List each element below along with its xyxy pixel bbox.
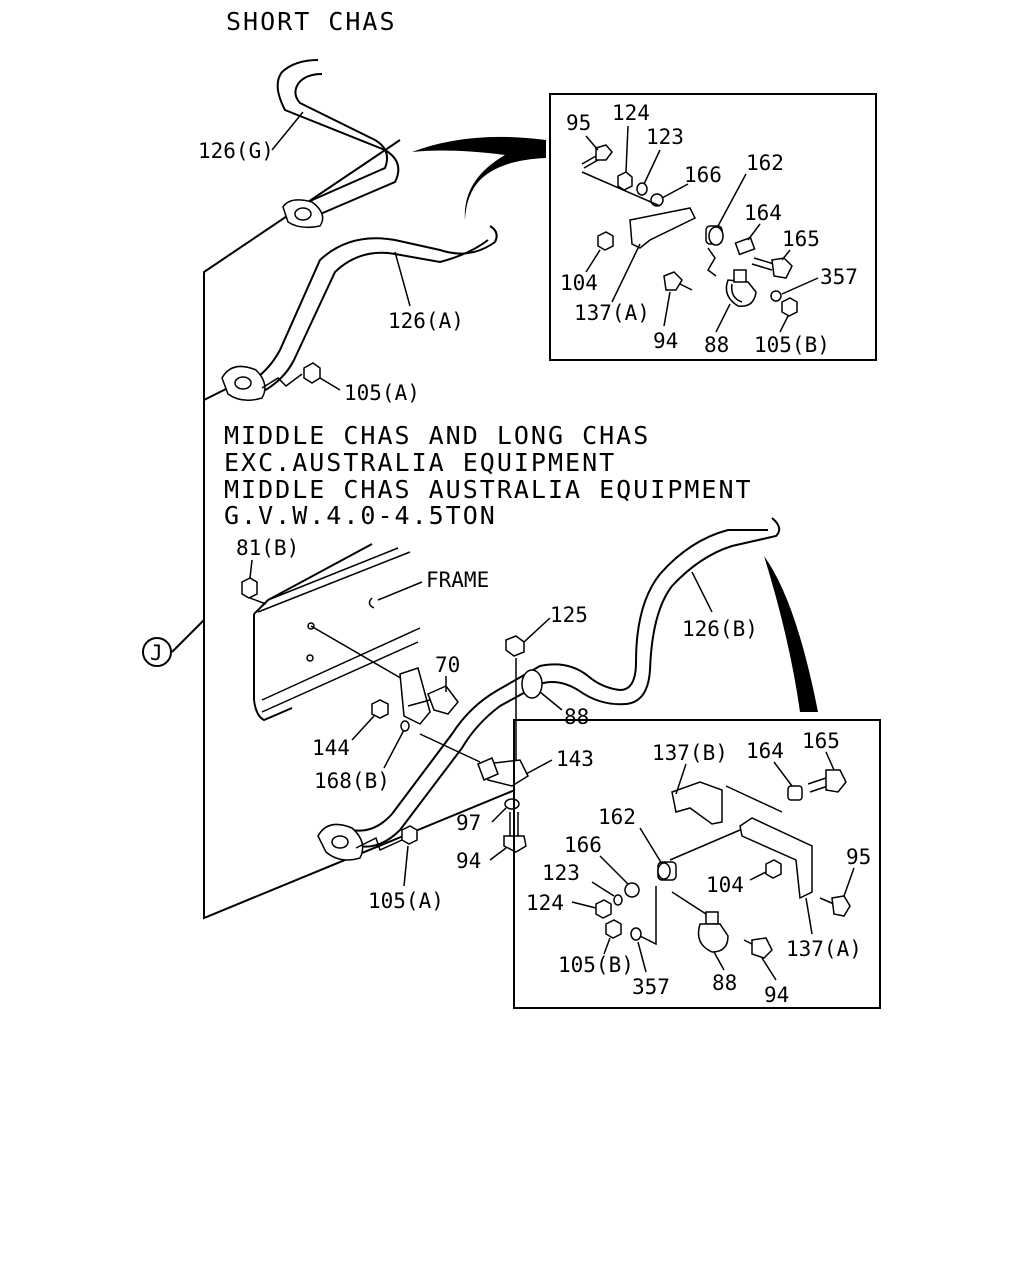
label-123-bottom: 123	[542, 861, 580, 885]
label-105b-top: 105(B)	[754, 333, 830, 357]
label-126b: 126(B)	[682, 617, 758, 641]
pipe-126g	[276, 59, 400, 229]
clamp-88-bottom	[697, 911, 729, 953]
label-357-top: 357	[820, 265, 858, 289]
label-124-bottom: 124	[526, 891, 564, 915]
nut-105a-lower	[355, 825, 418, 852]
washer-123-bottom	[613, 894, 623, 906]
heading-middle-australia: MIDDLE CHAS AUSTRALIA EQUIPMENT	[224, 475, 753, 504]
label-94-lower: 94	[456, 849, 481, 873]
bracket-70	[399, 667, 459, 725]
bolt-94-lower	[503, 812, 527, 853]
label-357-bottom: 357	[632, 975, 670, 999]
label-123-top: 123	[646, 125, 684, 149]
pipe-126a	[221, 225, 498, 401]
clamp-88-top	[725, 269, 757, 307]
label-105a-upper: 105(A)	[344, 381, 420, 405]
label-95-top: 95	[566, 111, 591, 135]
inset-top: 95 124 123 166 162 164 165 357 104 137(A…	[549, 93, 877, 361]
label-165-top: 165	[782, 227, 820, 251]
bolt-165-bottom	[807, 769, 847, 793]
collar-164-bottom	[787, 785, 803, 801]
nut-125	[505, 635, 525, 657]
frame-rail	[253, 543, 421, 722]
washer-166-bottom	[624, 882, 640, 898]
washer-123-top	[636, 182, 648, 196]
label-166-top: 166	[684, 163, 722, 187]
nut-81b	[241, 577, 258, 599]
bracket-143	[477, 757, 529, 787]
label-88-lower: 88	[564, 705, 589, 729]
label-88-bottom: 88	[712, 971, 737, 995]
label-162-bottom: 162	[598, 805, 636, 829]
label-94-top: 94	[653, 329, 678, 353]
label-97: 97	[456, 811, 481, 835]
collar-164-top	[734, 236, 756, 256]
svg-text:J: J	[150, 641, 163, 665]
inset-bottom: 137(B) 164 165 162 166 95 123 104 124 13…	[513, 719, 881, 1009]
nut-105a-upper	[261, 362, 341, 391]
bolt-94-top	[663, 271, 693, 291]
label-168b: 168(B)	[314, 769, 390, 793]
nut-124-bottom	[595, 899, 612, 919]
pipe-126b	[317, 517, 781, 861]
washer-357-bottom	[630, 927, 642, 941]
label-137a-bottom: 137(A)	[786, 937, 862, 961]
washer-357-top	[770, 290, 782, 302]
washer-168b	[400, 720, 410, 732]
nut-104-top	[597, 231, 614, 251]
bracket-137a-bottom	[739, 817, 813, 900]
label-143: 143	[556, 747, 594, 771]
pointer-arrow-top	[412, 136, 546, 220]
label-137a-top: 137(A)	[574, 301, 650, 325]
label-94-bottom: 94	[764, 983, 789, 1007]
bolt-94-bottom	[743, 937, 773, 959]
bushing-162-top	[705, 225, 724, 246]
label-105b-bottom: 105(B)	[558, 953, 634, 977]
heading-middle-long-chas: MIDDLE CHAS AND LONG CHAS	[224, 421, 650, 450]
nut-105b-top	[781, 297, 798, 317]
bolt-95-bottom	[819, 895, 851, 917]
nut-144	[371, 699, 389, 719]
label-166-bottom: 166	[564, 833, 602, 857]
label-105a-lower: 105(A)	[368, 889, 444, 913]
label-126g: 126(G)	[198, 139, 274, 163]
label-137b: 137(B)	[652, 741, 728, 765]
nut-124-top	[617, 171, 633, 191]
heading-short-chas: SHORT CHAS	[226, 7, 397, 36]
washer-97	[504, 798, 520, 810]
label-104-bottom: 104	[706, 873, 744, 897]
label-125: 125	[550, 603, 588, 627]
label-124-top: 124	[612, 101, 650, 125]
label-126a: 126(A)	[388, 309, 464, 333]
label-164-bottom: 164	[746, 739, 784, 763]
bracket-137a-top	[629, 207, 697, 249]
heading-exc-australia: EXC.AUSTRALIA EQUIPMENT	[224, 448, 616, 477]
label-162-top: 162	[746, 151, 784, 175]
pointer-arrow-bottom	[764, 556, 818, 712]
label-81b: 81(B)	[236, 536, 299, 560]
label-165-bottom: 165	[802, 729, 840, 753]
label-95-bottom: 95	[846, 845, 871, 869]
nut-105b-bottom	[605, 919, 622, 939]
bracket-137b	[671, 781, 723, 825]
label-164-top: 164	[744, 201, 782, 225]
nut-104-bottom	[765, 859, 782, 879]
label-frame: FRAME	[426, 568, 489, 592]
label-70: 70	[435, 653, 460, 677]
heading-gvw: G.V.W.4.0-4.5TON	[224, 501, 497, 530]
bolt-165-top	[751, 257, 793, 279]
label-144: 144	[312, 736, 350, 760]
label-88-top: 88	[704, 333, 729, 357]
label-104-top: 104	[560, 271, 598, 295]
bushing-162-bottom	[657, 861, 677, 881]
bolt-95-top	[581, 144, 613, 169]
reference-marker-j: J	[142, 637, 172, 667]
clamp-88-lower	[521, 669, 543, 699]
